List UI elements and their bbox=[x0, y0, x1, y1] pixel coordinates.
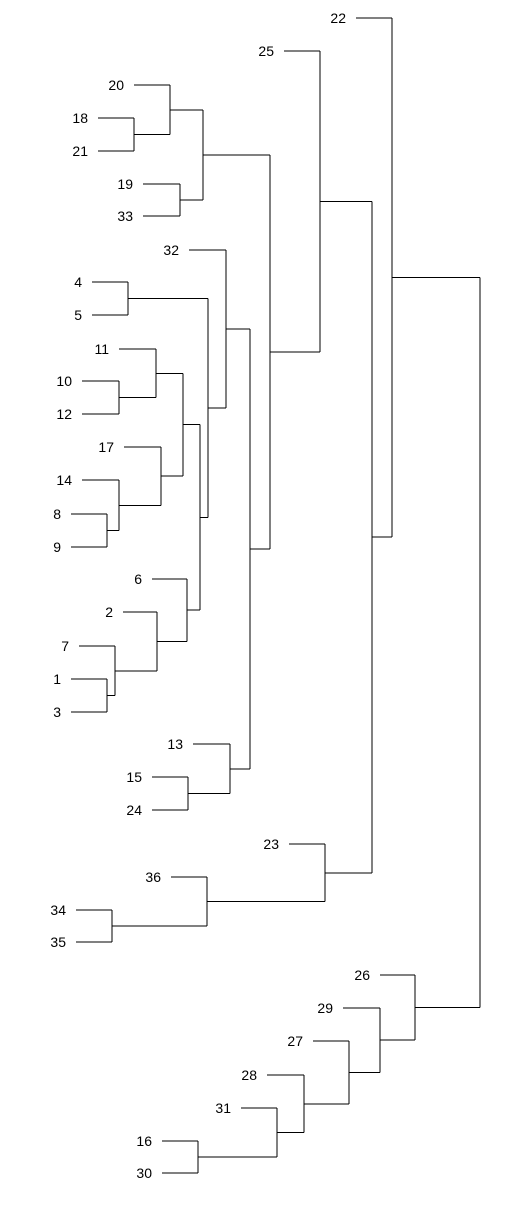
leaf-label: 15 bbox=[126, 769, 142, 785]
leaf-label: 33 bbox=[117, 208, 133, 224]
leaf-label: 26 bbox=[354, 967, 370, 983]
leaf-label: 4 bbox=[74, 274, 82, 290]
leaf-label: 25 bbox=[258, 43, 274, 59]
leaf-label: 17 bbox=[98, 439, 114, 455]
leaf-label: 24 bbox=[126, 802, 142, 818]
leaf-label: 2 bbox=[105, 604, 113, 620]
leaf-label: 29 bbox=[317, 1000, 333, 1016]
leaf-label: 19 bbox=[117, 176, 133, 192]
leaf-label: 30 bbox=[136, 1165, 152, 1181]
leaf-label: 9 bbox=[53, 539, 61, 555]
leaf-label: 34 bbox=[50, 902, 66, 918]
leaf-label: 3 bbox=[53, 704, 61, 720]
leaf-label: 14 bbox=[56, 472, 72, 488]
leaf-label: 28 bbox=[241, 1067, 257, 1083]
leaf-label: 8 bbox=[53, 506, 61, 522]
leaf-label: 35 bbox=[50, 934, 66, 950]
leaf-label: 31 bbox=[215, 1100, 231, 1116]
leaf-label: 36 bbox=[145, 869, 161, 885]
leaf-label: 11 bbox=[94, 341, 109, 357]
leaf-label: 21 bbox=[72, 143, 88, 159]
leaf-label: 1 bbox=[53, 671, 61, 687]
leaf-label: 13 bbox=[167, 736, 183, 752]
leaf-label: 20 bbox=[108, 77, 124, 93]
leaf-label: 6 bbox=[134, 571, 142, 587]
leaf-label: 18 bbox=[72, 110, 88, 126]
leaf-label: 27 bbox=[287, 1033, 303, 1049]
leaf-label: 23 bbox=[263, 836, 279, 852]
leaf-label: 7 bbox=[61, 638, 69, 654]
leaf-label: 32 bbox=[163, 242, 179, 258]
leaf-label: 22 bbox=[330, 10, 346, 26]
leaf-label: 10 bbox=[56, 373, 72, 389]
leaf-label: 12 bbox=[56, 406, 72, 422]
leaf-label: 16 bbox=[136, 1133, 152, 1149]
leaf-label: 5 bbox=[74, 307, 82, 323]
